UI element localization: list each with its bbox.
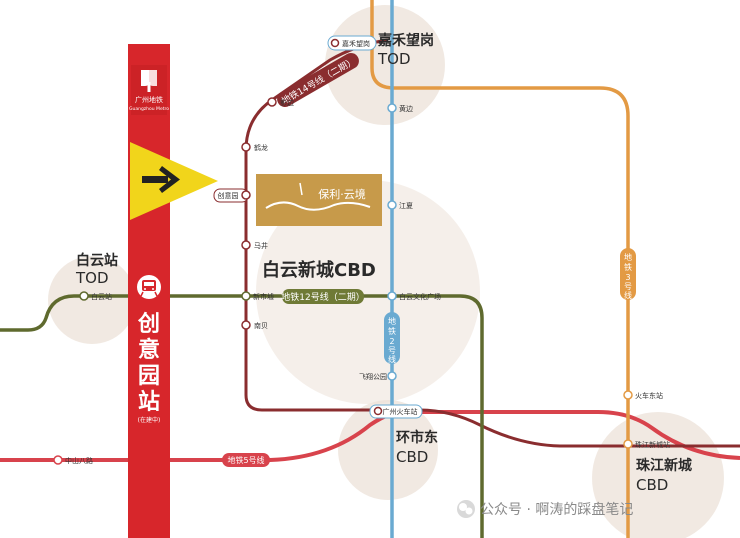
station-baiyun-label: 白云站 [91,292,112,301]
station-huochedong: 火车东站 [623,390,663,400]
station-baiyun: 白云站 [79,291,112,301]
chuangyiyuan-station-bar: 广州地铁 Guangzhou Metro 创 意 园 站 (在建中) [128,44,170,538]
station-zhujiang-label: 珠江新城站 [635,440,670,449]
metro-line-12 [0,294,484,538]
metro-logo-en: Guangzhou Metro [129,106,169,112]
station-guangzhou-railway-label: 广州火车站 [383,407,418,416]
station-baiyun-wenhua-label: 白云文化广场 [399,292,441,301]
station-jiahe: 嘉禾望岗 [327,35,377,51]
metro-logo-icon [141,70,157,92]
location-pointer [130,142,218,220]
station-helong: 鹤龙 [241,142,268,152]
station-zhujiang: 珠江新城站 [623,439,670,449]
halo-baiyun-cbd [256,180,480,404]
station-jiangxia-label: 江夏 [399,202,413,210]
station-bar-char-4: 站 [138,390,160,415]
station-yingbian-label: 影边 [280,98,294,107]
zhujiang-label-line1: 珠江新城 [636,457,692,474]
zhujiang-label-line2: CBD [636,476,668,494]
line-2-label-c4: 号 [388,346,396,355]
wechat-icon [459,503,467,511]
metro-line-3 [370,0,630,538]
huanshi-label-line1: 环市东 [396,429,438,446]
baiyun-station-label-line2: TOD [75,269,109,287]
station-huochedong-label: 火车东站 [635,391,663,400]
project-card: 保利·云境 [256,174,382,226]
jiahe-label-line2: TOD [377,50,411,68]
project-logo-mark [265,201,371,211]
station-nanbei: 南贝 [241,320,268,330]
halo-jiahe [325,5,445,125]
station-bar-char-1: 创 [137,312,160,337]
station-baiyun-wenhua: 白云文化广场 [387,291,441,301]
station-chuangyiyuan-label: 创意园 [218,191,239,200]
line-2-label-c1: 地 [388,316,396,326]
metro-logo-text: 广州地铁 [135,95,163,104]
line-3-label-c1: 地 [624,252,632,262]
line-2-label: 地 铁 2 号 线 [384,312,400,364]
halo-huanshi [338,400,438,500]
station-jiangxia: 江夏 [387,200,413,210]
halo-baiyun-station [48,256,136,344]
baiyun-cbd-label: 白云新城CBD [262,259,376,281]
metro-line-14 [244,38,740,448]
huanshi-label-line2: CBD [396,448,428,466]
line-2-label-c5: 线 [388,354,396,364]
station-nanbei-label: 南贝 [254,321,268,330]
station-bar-note: (在建中) [138,416,161,424]
district-halos [48,5,724,538]
baiyun-station-label-line1: 白云站 [76,252,118,269]
line-12-label: 地铁12号线（二期） [281,289,365,304]
line-3-label-c2: 铁 [624,262,632,272]
watermark: 公众号 · 啊涛的踩盘笔记 [457,500,633,518]
line-3-label-c3: 3 [625,273,630,282]
station-zhongshanba-label: 中山八路 [65,456,93,465]
station-guangzhou-railway: 广州火车站 [369,404,423,419]
station-feixiang-label: 飞翔公园 [359,372,387,381]
station-bar-char-2: 意 [138,337,160,363]
arrow-right-icon [142,166,180,193]
line-3-label-c5: 线 [624,290,632,300]
line-2-label-c3: 2 [389,337,394,346]
line-5-label: 地铁5号线 [222,453,270,467]
station-feixiang: 飞翔公园 [359,371,397,381]
station-huangbian-label: 黄边 [399,104,413,113]
station-chuangyiyuan: 创意园 [213,188,251,203]
jiahe-label-line1: 嘉禾望岗 [377,32,434,49]
train-icon [137,275,161,299]
stations: 嘉禾望岗 影边 鹤龙 创意园 马井 新市墟 南贝 白云站 [53,35,670,465]
station-helong-label: 鹤龙 [254,143,268,152]
line-3-label: 地 铁 3 号 线 [620,248,636,300]
station-jiahe-label: 嘉禾望岗 [342,39,370,48]
station-bar-char-3: 园 [138,364,160,389]
station-zhongshanba: 中山八路 [53,455,93,465]
station-huangbian: 黄边 [387,103,413,113]
station-yingbian: 影边 [267,97,294,107]
station-majing-label: 马井 [254,241,268,250]
watermark-text: 公众号 · 啊涛的踩盘笔记 [480,501,633,518]
station-majing: 马井 [241,240,268,250]
line-2-label-c2: 铁 [388,326,396,336]
station-xinshiyu: 新市墟 [241,291,274,301]
station-xinshiyu-label: 新市墟 [253,292,274,301]
line-5-label-text: 地铁5号线 [227,455,264,465]
project-logo-text: 保利·云境 [318,187,366,201]
line-12-label-text: 地铁12号线（二期） [281,291,364,303]
line-3-label-c4: 号 [624,282,632,291]
